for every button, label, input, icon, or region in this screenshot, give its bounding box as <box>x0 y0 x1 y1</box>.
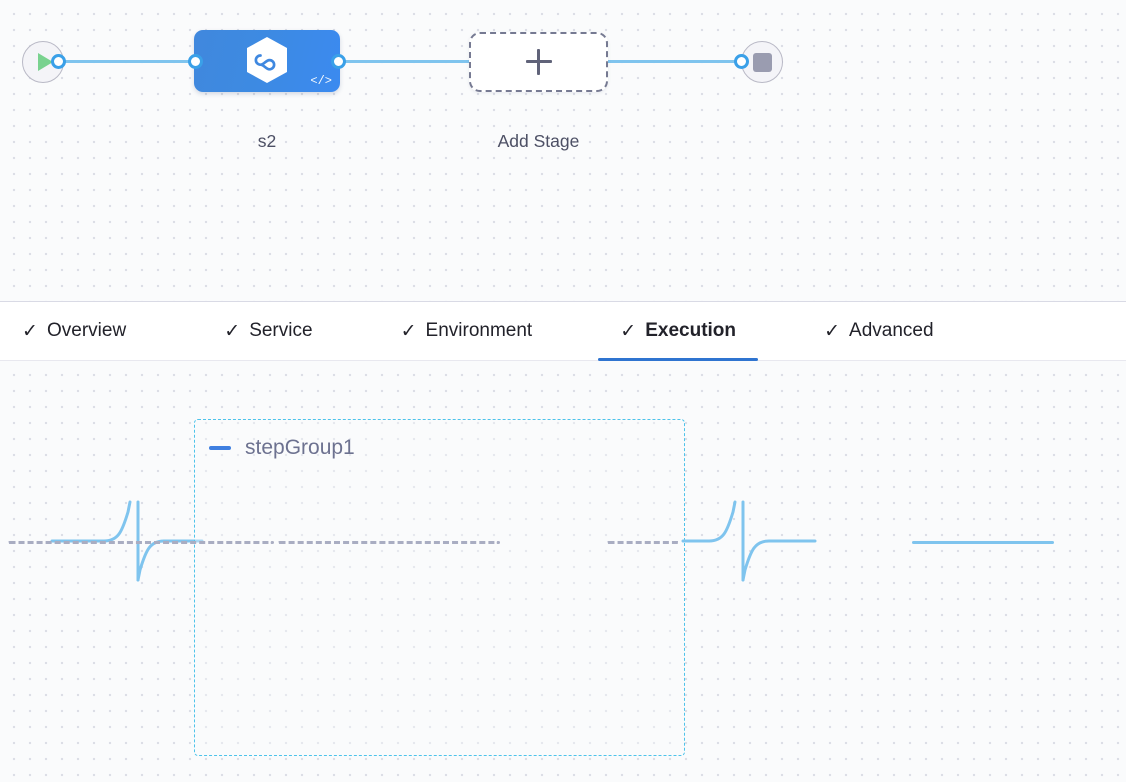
tab-label: Advanced <box>849 320 934 341</box>
tab-label: Execution <box>645 320 737 341</box>
stage-end-connector-dot[interactable] <box>734 54 749 69</box>
tab-execution[interactable]: ✓ Execution <box>598 302 758 361</box>
step-group-title: stepGroup1 <box>245 436 355 459</box>
check-icon: ✓ <box>824 320 840 342</box>
link-group-in <box>8 541 274 544</box>
tab-label: Overview <box>47 320 127 341</box>
link-group-out <box>607 541 679 544</box>
check-icon: ✓ <box>620 320 637 342</box>
check-icon: ✓ <box>224 320 241 342</box>
tab-advanced[interactable]: ✓ Advanced <box>824 302 934 361</box>
tab-service[interactable]: ✓ Service <box>224 302 312 361</box>
stage-config-tabs[interactable]: ✓ Overview ✓ Service ✓ Environment ✓ Exe… <box>0 302 1126 361</box>
stage-node-label: s2 <box>257 131 277 151</box>
tab-label: Environment <box>425 320 533 341</box>
execution-canvas[interactable]: stepGroup1 <box>0 361 1126 782</box>
link-addstage-to-end <box>604 60 750 63</box>
stage-start-connector-dot[interactable] <box>51 54 66 69</box>
stop-icon <box>752 52 772 72</box>
tab-overview[interactable]: ✓ Overview <box>22 302 126 361</box>
stage-code-icon[interactable]: </> <box>310 74 332 88</box>
plus-icon <box>525 49 552 75</box>
add-stage-button[interactable] <box>469 32 608 92</box>
link-step1-to-step2 <box>278 541 500 544</box>
tab-environment[interactable]: ✓ Environment <box>401 302 533 361</box>
step-group-header: stepGroup1 <box>209 436 355 460</box>
link-start-to-stage <box>56 60 202 63</box>
stage-input-connector-dot[interactable] <box>188 54 203 69</box>
step-group-container[interactable]: stepGroup1 <box>194 419 685 756</box>
link-group-to-addstep <box>681 500 817 582</box>
tab-label: Service <box>249 320 313 341</box>
link-addstep-to-end <box>912 541 1054 544</box>
play-icon <box>37 53 53 71</box>
check-icon: ✓ <box>22 320 38 342</box>
stage-node-s2[interactable]: </> <box>194 30 340 92</box>
minus-icon[interactable] <box>209 446 231 450</box>
stage-canvas[interactable]: </> s2 Add Stage <box>0 0 1126 302</box>
check-icon: ✓ <box>400 320 417 342</box>
link-stage-to-addstage <box>334 60 474 63</box>
hexagon-infinity-icon <box>247 37 287 83</box>
stage-output-connector-dot[interactable] <box>331 54 346 69</box>
add-stage-label: Add Stage <box>497 131 580 151</box>
